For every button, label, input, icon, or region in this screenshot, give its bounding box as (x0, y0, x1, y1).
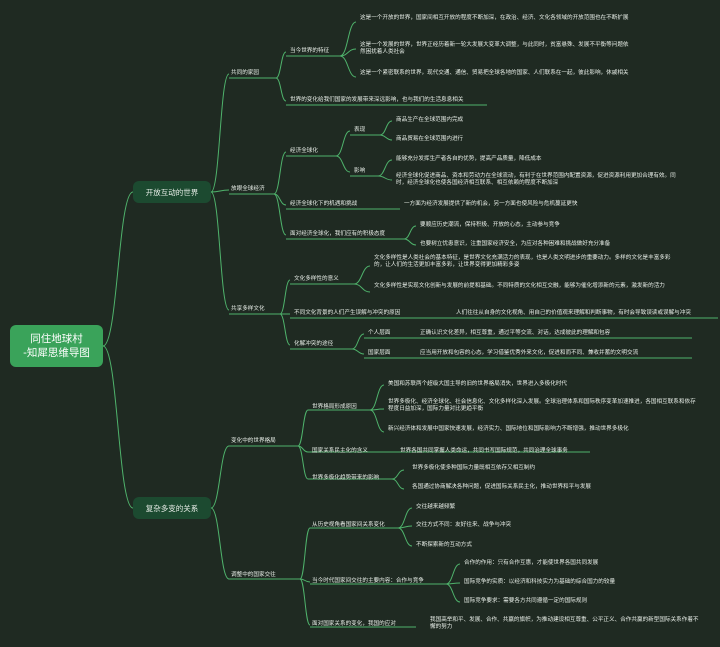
node-personal-level[interactable]: 个人层面 (368, 330, 391, 336)
node-conflict-reason[interactable]: 不同文化背景的人们产生误解与冲突的原因 (294, 310, 401, 316)
node-historical-view[interactable]: 从历史视角看国家间关系变化 (312, 522, 385, 528)
node-multipolar-impact[interactable]: 世界多极化趋势带来的影响 (312, 475, 380, 481)
node-shared-culture[interactable]: 共享多样文化 (231, 306, 265, 312)
leaf-world-developing: 这是一个发展的世界，世界正经历着新一轮大发展大变革大调整，与此同时，贫富悬殊、发… (360, 42, 629, 55)
leaf-cooperation-role: 合作的作用：只有合作互惠，才能使世界各国共同发展 (464, 560, 599, 566)
leaf-trade-global: 商品贸易在全球范围内进行 (396, 136, 464, 142)
node-culture-diversity[interactable]: 文化多样性的意义 (294, 276, 339, 282)
root-subtitle: -知犀思维导图 (23, 347, 90, 359)
leaf-production-global: 商品生产在全球范围内完成 (396, 117, 464, 123)
leaf-world-impact: 世界的变化给我们国家的发展带来深远影响，也与我们的生活息息相关 (290, 97, 464, 103)
leaf-diversity-meaning-1: 文化多样性是人类社会的基本特征，是世界文化充满活力的表现，也是人类文明进步的重要… (374, 255, 671, 268)
node-manifestation[interactable]: 表现 (354, 127, 366, 133)
leaf-democratization: 世界各国共同掌握人类命运，共同书写国际规范，共同治理全球事务 (400, 448, 568, 454)
leaf-multipolar-trends: 世界多极化、经济全球化、社会信息化、文化多样化深入发展。全球治理体系和国际秩序变… (388, 399, 696, 412)
leaf-emerging-economies: 新兴经济体和发展中国家快速发展，经济实力、国际地位和国际影响力不断增强，推动世界… (388, 426, 629, 432)
leaf-new-interaction: 不断探索新的互动方式 (416, 542, 472, 548)
leaf-national-level: 应当用开放和包容的心态，学习借鉴优秀外来文化，促进和而不同、兼收并蓄的文明交流 (420, 350, 639, 356)
leaf-world-open: 这是一个开放的世界，国家间相互开放的程度不断加深，在政治、经济、文化各领域的开放… (360, 15, 629, 21)
node-cooperation-competition[interactable]: 当今时代国家间交往的主要内容：合作与竞争 (312, 578, 424, 584)
leaf-frequent-exchange: 交往越来越频繁 (416, 504, 456, 510)
node-national-exchange[interactable]: 调整中的国家交往 (231, 572, 276, 578)
node-positive-attitude[interactable]: 面对经济全球化，我们应有的积极态度 (290, 231, 386, 237)
node-national-level[interactable]: 国家层面 (368, 350, 391, 356)
leaf-personal-level: 正确认识文化差异，相互尊重，通过平等交流、对话，达成彼此的理解和包容 (420, 330, 611, 336)
leaf-competition-rules: 国际竞争要求：需要各方共同遵循一定的国际规则 (464, 598, 588, 604)
root-title: 同住地球村 (30, 333, 83, 345)
node-pattern-reason[interactable]: 世界格局形成原因 (312, 404, 357, 410)
node-democratization[interactable]: 国家关系民主化的含义 (312, 448, 368, 454)
node-china-response[interactable]: 面对国家关系的变化，我国的应对 (312, 621, 396, 627)
leaf-china-response: 我国高举和平、发展、合作、共赢的旗帜，为推动建设相互尊重、公平正义、合作共赢的新… (430, 617, 699, 630)
node-opportunity-challenge[interactable]: 经济全球化下的机遇和挑战 (290, 201, 358, 207)
leaf-advantage: 能够充分发挥生产者各自的优势，提高产品质量，降低成本 (396, 156, 542, 162)
node-resolve-conflict[interactable]: 化解冲突的途径 (294, 341, 334, 347)
leaf-resource-flow: 经济全球化促进商品、资本和劳动力在全球流动，有利于在世界范围内配置资源，促进资源… (396, 173, 676, 186)
leaf-diversity-meaning-2: 文化多样性是实现文化创新与发展的前提和基础。不同特质的文化相互交融，能够为催化增… (374, 283, 665, 289)
branch-open-world[interactable]: 开放互动的世界 (133, 181, 211, 203)
leaf-world-connected: 这是一个紧密联系的世界，现代交通、通信、贸易把全球各地的国家、人们联系在一起，彼… (360, 70, 629, 76)
root-node[interactable]: 同住地球村 -知犀思维导图 (10, 325, 103, 367)
branch-complex-relations[interactable]: 复杂多变的关系 (133, 497, 211, 519)
leaf-exchange-forms: 交往方式不同：友好往来、战争与冲突 (416, 522, 512, 528)
node-economic-globalization[interactable]: 经济全球化 (290, 148, 318, 154)
leaf-risk-awareness: 也要树立忧患意识，注重国家经济安全，为应对各种困难和挑战做好充分准备 (420, 241, 611, 247)
leaf-conflict-reason: 人们往往从自身的文化视角、用自己的价值观来理解和判断事物，有时会导致误读或误解与… (456, 310, 691, 316)
node-changing-pattern[interactable]: 变化中的世界格局 (231, 438, 276, 444)
leaf-follow-trend: 要顺应历史潮流，保持积极、开放的心态，主动参与竞争 (420, 222, 560, 228)
leaf-interdependence: 世界多极化使多种国际力量既相互依存又相互制约 (412, 465, 536, 471)
leaf-consultation: 各国通过协商解决各种问题，促进国际关系民主化，推动世界和平与发展 (412, 484, 592, 490)
leaf-competition-essence: 国际竞争的实质：以经济和科技实力为基础的综合国力的较量 (464, 579, 616, 585)
node-global-economy[interactable]: 放眼全球经济 (231, 186, 265, 192)
node-common-home[interactable]: 共同的家园 (231, 70, 259, 76)
leaf-multipolar-era: 美国和苏联两个超级大国主导的旧的世界格局消失，世界进入多极化时代 (388, 381, 568, 387)
node-world-features[interactable]: 当今世界的特征 (290, 48, 330, 54)
node-influence[interactable]: 影响 (354, 168, 366, 174)
leaf-opportunity: 一方面为经济发展提供了新的机会，另一方面也使风险与危机蔓延更快 (404, 201, 578, 207)
